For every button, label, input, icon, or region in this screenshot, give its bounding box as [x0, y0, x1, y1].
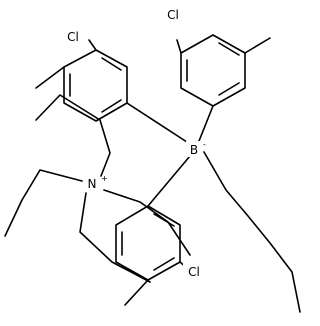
bond-ring-cl: [88, 39, 97, 51]
butyl-chain-down: [79, 192, 151, 283]
chemical-structure: Cl Cl Cl B - N +: [4, 6, 301, 313]
butyl-chain-right: [103, 189, 191, 256]
bond-ring-boron: [147, 155, 191, 207]
bond-ring-methyl: [124, 279, 149, 306]
boron-charge: -: [203, 140, 206, 149]
hexyl-chain: [203, 151, 301, 313]
nitrogen-label: N: [88, 177, 97, 191]
bond-ring-boron: [126, 102, 191, 145]
ring-upper-right: [180, 34, 246, 107]
bond-ring-methyl: [35, 66, 65, 89]
butyl-chain-up: [35, 94, 111, 177]
bond-ring-boron: [198, 105, 214, 142]
bonds: [4, 34, 301, 313]
chlorine-label: Cl: [167, 8, 179, 22]
chlorine-label: Cl: [67, 30, 79, 44]
ring-upper-left: [63, 49, 128, 122]
boron-label: B: [190, 143, 198, 157]
bond-ring-cl: [176, 39, 182, 54]
chlorine-label: Cl: [188, 265, 200, 279]
bond-ring-methyl: [244, 37, 271, 54]
atom-labels: Cl Cl Cl B - N +: [62, 6, 206, 279]
nitrogen-charge: +: [101, 174, 108, 183]
butyl-chain-left: [4, 169, 83, 237]
